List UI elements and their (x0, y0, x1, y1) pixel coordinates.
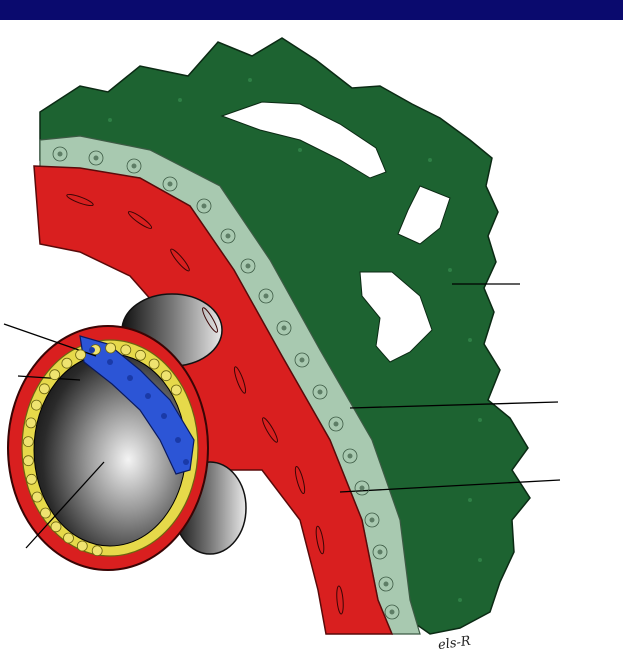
yellow-cell (121, 345, 131, 355)
cell-nucleus (132, 164, 137, 169)
green-layer-cell (298, 148, 302, 152)
green-layer-cell (468, 338, 472, 342)
yellow-cell (41, 508, 51, 518)
blue-cell-nucleus (89, 347, 95, 353)
cell-nucleus (334, 422, 339, 427)
green-layer-cell (448, 268, 452, 272)
cell-nucleus (264, 294, 269, 299)
cell-nucleus (348, 454, 353, 459)
cell-nucleus (168, 182, 173, 187)
yellow-cell (62, 358, 72, 368)
blue-cell-nucleus (145, 393, 151, 399)
blue-cell-nucleus (161, 413, 167, 419)
yellow-cell (27, 474, 37, 484)
cell-nucleus (318, 390, 323, 395)
green-layer-cell (458, 598, 462, 602)
yellow-cell (51, 522, 61, 532)
green-layer-cell (248, 78, 252, 82)
blue-cell-nucleus (127, 375, 133, 381)
cell-nucleus (246, 264, 251, 269)
cell-nucleus (370, 518, 375, 523)
yellow-cell (161, 371, 171, 381)
cell-nucleus (282, 326, 287, 331)
green-layer-cell (108, 118, 112, 122)
yellow-cell (64, 533, 74, 543)
green-layer-cell (428, 158, 432, 162)
green-layer-cell (178, 98, 182, 102)
yellow-cell (23, 456, 33, 466)
green-layer-cell (478, 558, 482, 562)
cell-nucleus (202, 204, 207, 209)
cell-nucleus (384, 582, 389, 587)
yellow-cell (23, 437, 33, 447)
yellow-cell (77, 541, 87, 551)
yellow-cell (31, 400, 41, 410)
yellow-cell (26, 418, 36, 428)
yellow-cell (106, 343, 116, 353)
yellow-cell (136, 350, 146, 360)
cell-nucleus (226, 234, 231, 239)
cell-nucleus (300, 358, 305, 363)
yellow-cell (171, 385, 181, 395)
cell-nucleus (58, 152, 63, 157)
cell-nucleus (390, 610, 395, 615)
yellow-cell (32, 492, 42, 502)
green-layer-cell (478, 418, 482, 422)
yellow-cell (50, 370, 60, 380)
yellow-cell (149, 359, 159, 369)
cell-nucleus (378, 550, 383, 555)
green-layer-cell (468, 498, 472, 502)
yellow-cell (39, 384, 49, 394)
blue-cell-nucleus (107, 359, 113, 365)
cell-nucleus (360, 486, 365, 491)
cell-nucleus (94, 156, 99, 161)
blue-cell-nucleus (175, 437, 181, 443)
yellow-cell (76, 350, 86, 360)
yellow-cell (92, 546, 102, 556)
blue-cell-nucleus (183, 459, 189, 465)
